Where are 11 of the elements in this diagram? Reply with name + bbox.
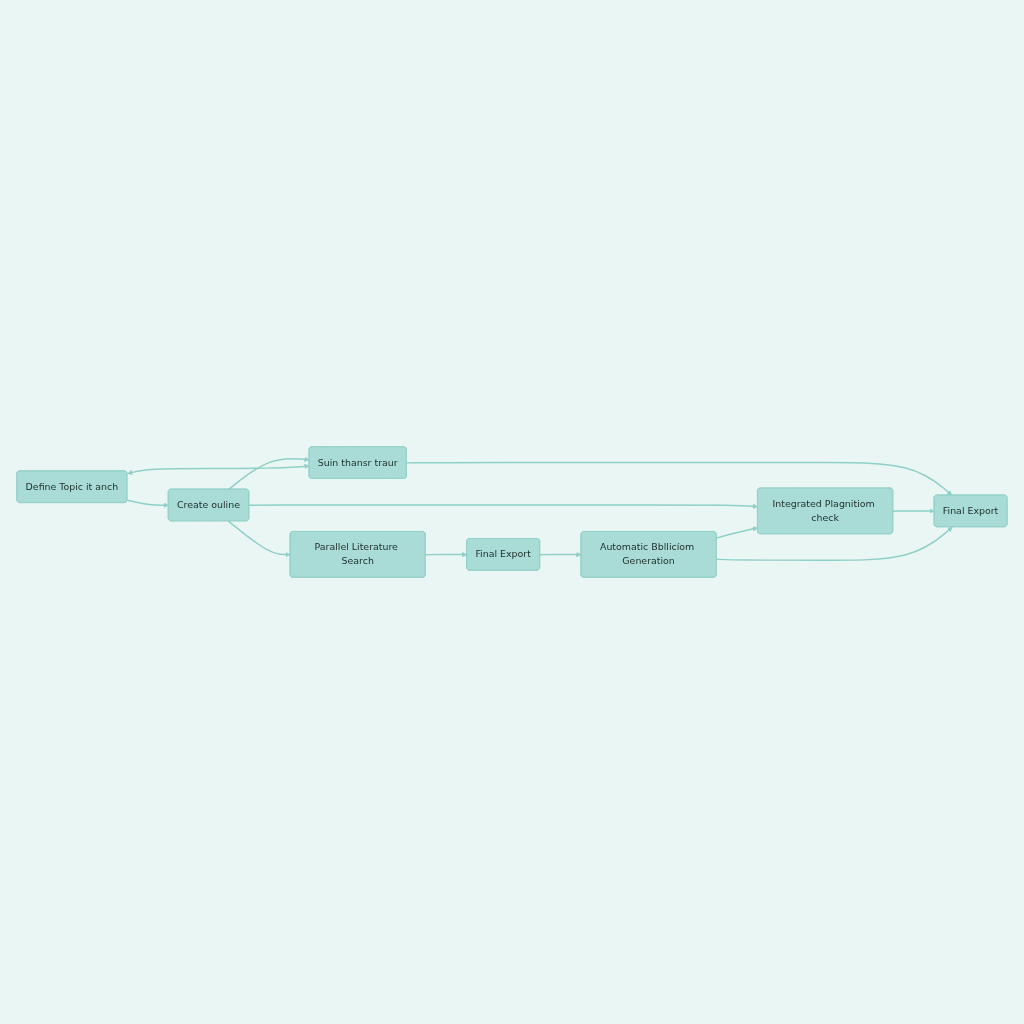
arrow — [715, 526, 758, 539]
arrow — [406, 461, 953, 496]
arrow — [228, 456, 310, 491]
arrow — [539, 552, 582, 558]
arrow — [127, 463, 310, 475]
arrow — [892, 508, 935, 514]
arrow — [126, 499, 169, 508]
arrow — [715, 526, 953, 561]
arrow — [248, 503, 758, 509]
arrow — [424, 552, 468, 558]
arrow — [227, 520, 291, 558]
